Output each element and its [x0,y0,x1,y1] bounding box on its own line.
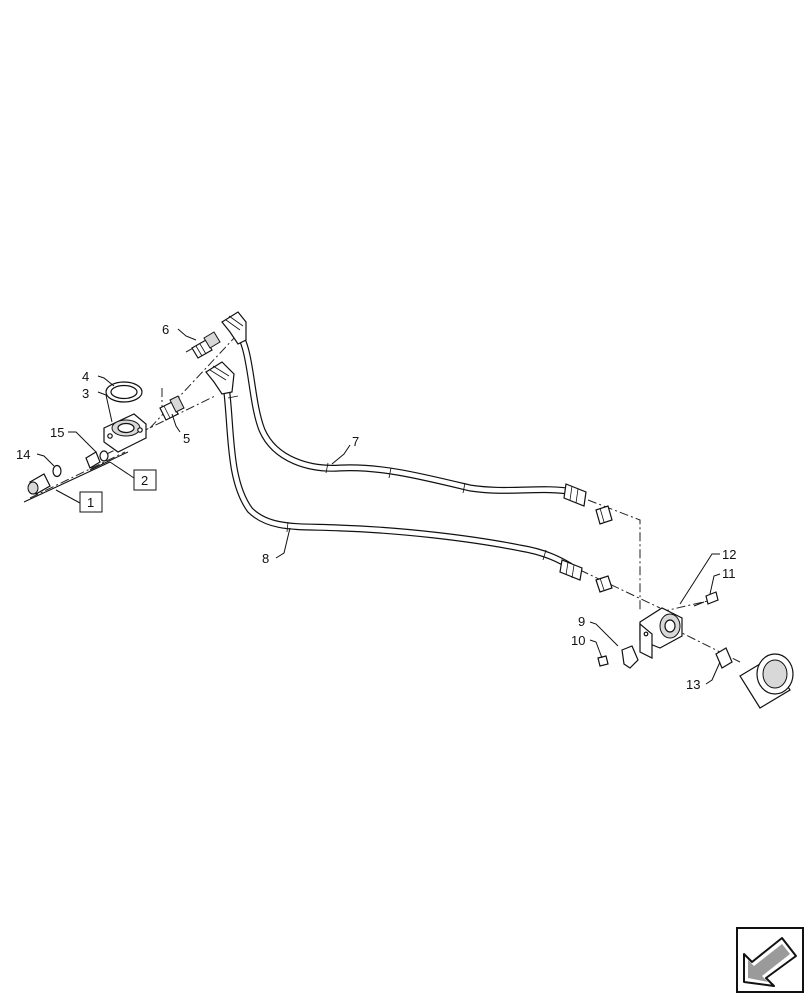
svg-text:1: 1 [87,495,94,510]
callout-13: 13 [686,677,700,692]
clip-9 [621,645,639,669]
callout-8: 8 [262,551,269,566]
callout-box-2: 2 [133,469,157,491]
filter-mount-head-12 [639,607,683,659]
bolt-11 [693,591,719,607]
callout-5: 5 [183,431,190,446]
seal-ring-4 [105,381,143,403]
hose-8 [205,361,583,581]
filter-head-3 [103,413,147,453]
plug-and-oring [27,450,109,495]
callout-box-1: 1 [79,491,103,513]
hose-end-adapters [595,505,613,593]
callout-3: 3 [82,386,89,401]
callout-9: 9 [578,614,585,629]
filter-element-13 [715,647,794,709]
callout-14: 14 [16,447,30,462]
callout-7: 7 [352,434,359,449]
svg-text:2: 2 [141,473,148,488]
nut-10 [597,655,609,667]
hose-7 [221,311,587,507]
next-page-arrow-icon[interactable] [736,927,804,993]
adapter-fitting-5 [159,395,185,421]
callout-6: 6 [162,322,169,337]
callout-12: 12 [722,547,736,562]
adapter-fitting-6 [191,331,221,359]
callout-4: 4 [82,369,89,384]
callout-10: 10 [571,633,585,648]
callout-15: 15 [50,425,64,440]
leader-lines [23,328,721,685]
callout-11: 11 [722,566,736,581]
